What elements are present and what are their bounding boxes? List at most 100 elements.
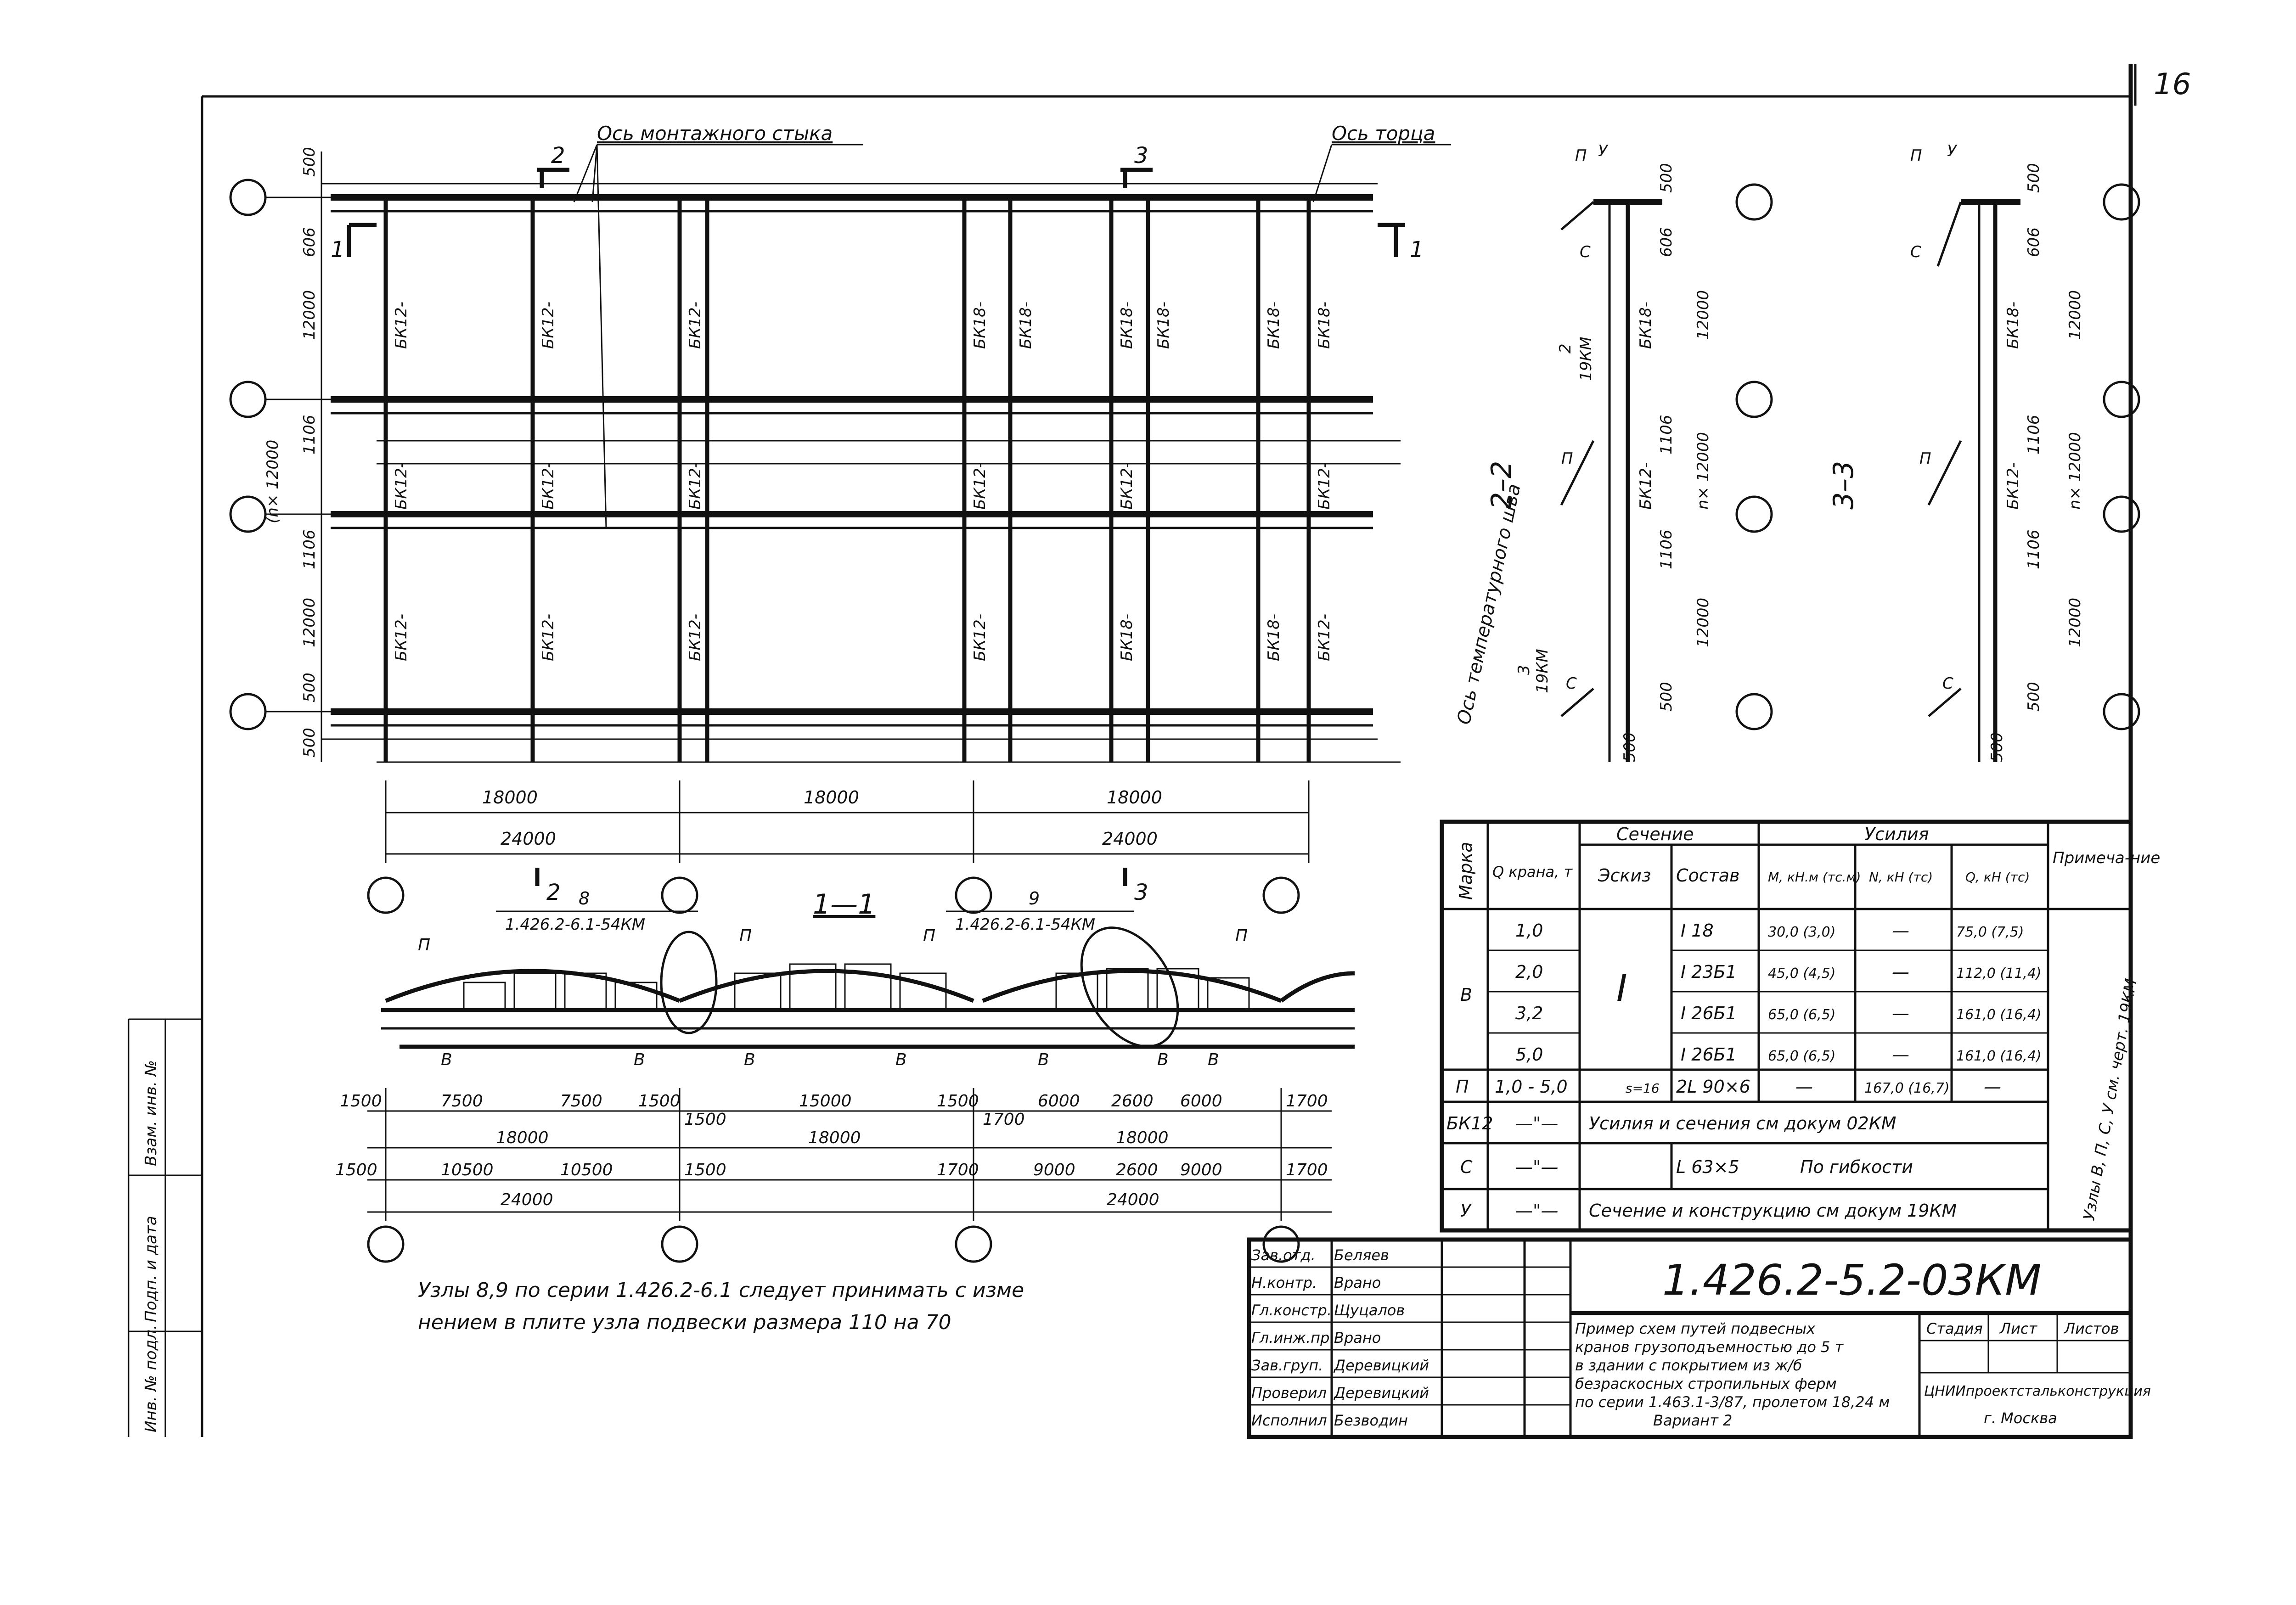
tb-org: ЦНИИпроектстальконструкция — [1924, 1383, 2151, 1399]
row-n-p: 167,0 (16,7) — [1864, 1080, 1950, 1096]
axis-end-label: Ось торца — [1332, 122, 1435, 145]
sec22-letter-p: П — [1575, 146, 1587, 165]
row-qv-p: — — [1984, 1077, 2001, 1097]
sec22-callout-3-ref: 19КМ — [1533, 649, 1552, 693]
sec22-dim: n× 12000 — [1694, 432, 1712, 510]
sec11-dim: 1500 — [937, 1092, 979, 1111]
tb-name: Безводин — [1334, 1412, 1408, 1429]
tb-desc: Пример схем путей подвесных — [1575, 1320, 1816, 1337]
sheet-number: 16 — [2154, 67, 2191, 101]
row-c-text: По гибкости — [1800, 1157, 1913, 1177]
sec11-dim: 2600 — [1111, 1092, 1154, 1111]
side-dim: 12000 — [300, 598, 319, 647]
sec11-dim: 9000 — [1033, 1161, 1075, 1179]
row-u-q: —"— — [1515, 1201, 1558, 1221]
sec22-dim: 1106 — [1657, 415, 1676, 455]
sec11-letter: П — [1235, 926, 1248, 945]
beam-label: БК18- — [1265, 614, 1283, 661]
beam-label: БК18- — [1154, 302, 1173, 349]
sec22-callout-2-ref: 19КМ — [1577, 337, 1595, 381]
row-c-marka: С — [1460, 1157, 1473, 1177]
sec11-letter: П — [739, 926, 752, 945]
row-q: 2,0 — [1515, 962, 1543, 982]
tb-role: Исполнил — [1251, 1412, 1327, 1429]
section-2-2-title: 2–2 — [1486, 461, 1518, 510]
dim-18000: 18000 — [1107, 787, 1162, 808]
row-qv: 161,0 (16,4) — [1956, 1048, 2042, 1064]
sec22-callout-2: 2 — [1556, 343, 1575, 354]
row-q: 3,2 — [1515, 1003, 1543, 1023]
row-bk12-marka: БК12 — [1446, 1113, 1493, 1134]
section-mark: 2 — [546, 880, 561, 905]
sec11-letter: В — [1208, 1050, 1219, 1069]
runway-lines — [321, 183, 1378, 740]
th-q-crane: Q крана, т — [1492, 863, 1573, 881]
row-comp: I 26Б1 — [1681, 1003, 1737, 1023]
tb-name: Врано — [1334, 1274, 1381, 1291]
sec11-dim: 1700 — [1286, 1161, 1328, 1179]
tb-role: Зав.груп. — [1251, 1357, 1323, 1374]
side-dim: (n× 12000 — [264, 440, 282, 523]
sec33-dim: 1106 — [2025, 529, 2043, 569]
tb-name: Деревицкий — [1333, 1384, 1429, 1402]
section-mark: 3 — [1134, 880, 1148, 905]
sec33-letter-c2: С — [1942, 674, 1953, 693]
sec33-letter-u: У — [1947, 142, 1958, 160]
sec11-dim: 18000 — [496, 1128, 549, 1147]
section-2-2: 2–2 П У С П С 2 19КМ 3 19КМ БК18- БК12- … — [1486, 142, 1773, 762]
title-code: 1.426.2-5.2-03КМ — [1662, 1256, 2042, 1305]
th-marka: Марка — [1456, 842, 1476, 900]
row-m: 45,0 (4,5) — [1768, 965, 1835, 982]
sec11-dim: 15000 — [799, 1092, 852, 1111]
th-n: N, кН (тс) — [1869, 870, 1933, 885]
beam-label: БК18- — [1118, 614, 1136, 661]
sec33-letter-c: С — [1910, 243, 1921, 261]
dim-18000: 18000 — [482, 787, 538, 808]
sec22-dim: 12000 — [1694, 598, 1712, 647]
spec-table: Марка Q крана, т Сечение Эскиз Состав Ус… — [1440, 819, 2160, 1233]
beam-label: БК18- — [1017, 302, 1035, 349]
sec33-beam: БК18- — [2004, 302, 2022, 349]
sec11-dim: 1500 — [684, 1110, 726, 1129]
tb-desc: кранов грузоподъемностью до 5 т — [1575, 1338, 1844, 1356]
tb-name: Щуцалов — [1334, 1302, 1405, 1319]
row-m: 30,0 (3,0) — [1768, 924, 1835, 940]
row-m: 65,0 (6,5) — [1768, 1048, 1835, 1064]
sec11-dim: 6000 — [1038, 1092, 1080, 1111]
beam-labels: БК12- БК12- БК12- БК18- БК18- БК18- БК18… — [392, 302, 1334, 661]
tb-sheets: Листов — [2064, 1320, 2119, 1337]
sec22-letter-p2: П — [1561, 449, 1573, 468]
sec33-letter-p: П — [1910, 146, 1922, 165]
row-comp-p: 2L 90×6 — [1676, 1077, 1750, 1097]
margin-text-2: Подп. и дата — [142, 1216, 160, 1322]
side-dim: 1106 — [300, 529, 319, 569]
tb-name: Врано — [1334, 1329, 1381, 1347]
sec11-dim: 18000 — [1116, 1128, 1169, 1147]
sec22-letter-c2: С — [1566, 674, 1577, 693]
sec22-beam2: БК12- — [1637, 462, 1655, 510]
callout-9-ref: 1.426.2-6.1-54КМ — [955, 915, 1095, 934]
sec33-letter-p2: П — [1919, 449, 1931, 468]
section-mark: 1 — [1410, 237, 1424, 263]
side-dim: 500 — [300, 147, 319, 177]
section-1-1: 1—1 8 1.426.2-6.1-54КМ 9 1.426.2-6.1-54К… — [335, 888, 1355, 1263]
sec33-dim: 500 — [2025, 163, 2043, 193]
sec11-dim: 1700 — [1286, 1092, 1328, 1111]
axis-bubbles-left — [229, 179, 331, 730]
row-comp: I 23Б1 — [1681, 962, 1737, 982]
bottom-dimensions: 18000 18000 18000 24000 24000 — [367, 780, 1310, 914]
sec11-letter: В — [441, 1050, 452, 1069]
beam-label: БК12- — [392, 302, 411, 349]
note-line-2: нением в плите узла подвески размера 110… — [418, 1311, 951, 1334]
sec11-dimensions: 1500 7500 7500 1500 15000 1500 6000 2600… — [335, 1088, 1332, 1221]
sec11-dim: 24000 — [501, 1190, 553, 1209]
callout-9: 9 — [1029, 888, 1040, 909]
sec11-letter: В — [1038, 1050, 1049, 1069]
sec33-dim: n× 12000 — [2066, 432, 2084, 510]
section-marks: 1 1 2 3 2 3 — [331, 143, 1424, 905]
row-qv: 161,0 (16,4) — [1956, 1007, 2042, 1023]
sec33-dim: 500 — [2025, 682, 2043, 712]
sec11-dim: 1500 — [684, 1161, 726, 1179]
truss-panels — [463, 963, 1250, 1011]
sec22-callout-3: 3 — [1515, 665, 1533, 675]
